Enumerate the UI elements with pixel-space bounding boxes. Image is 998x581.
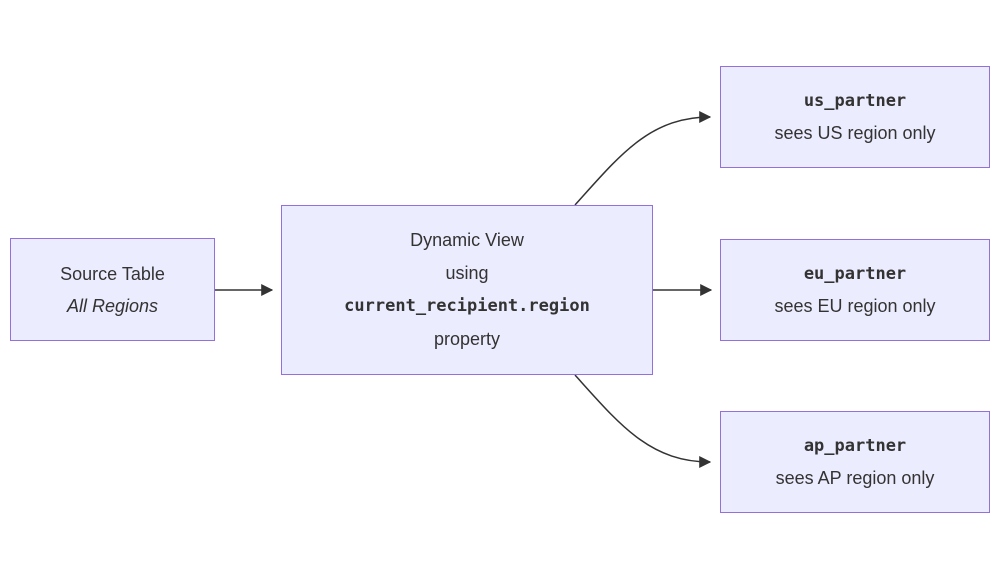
source-table-title: Source Table [60, 263, 165, 284]
ap-partner-name: ap_partner [803, 436, 907, 456]
ap-partner-desc: sees AP region only [775, 468, 935, 488]
node-us-partner: us_partner sees US region only [720, 66, 990, 168]
dynamic-view-line3: property [433, 329, 501, 349]
edge-view-to-ap-partner [574, 374, 712, 468]
dynamic-view-line2: using [445, 263, 489, 283]
node-ap-partner: ap_partner sees AP region only [720, 411, 990, 513]
source-table-subtitle: All Regions [66, 295, 159, 316]
node-dynamic-view: Dynamic View using current_recipient.reg… [281, 205, 653, 375]
dynamic-view-property-code: current_recipient.region [344, 296, 590, 316]
eu-partner-name: eu_partner [803, 264, 907, 284]
node-source-table: Source Table All Regions [10, 238, 215, 341]
eu-partner-desc: sees EU region only [774, 296, 936, 316]
edge-view-to-us-partner [574, 111, 712, 206]
node-eu-partner: eu_partner sees EU region only [720, 239, 990, 341]
us-partner-desc: sees US region only [774, 123, 936, 143]
dynamic-view-line1: Dynamic View [410, 230, 524, 250]
us-partner-name: us_partner [803, 91, 907, 111]
